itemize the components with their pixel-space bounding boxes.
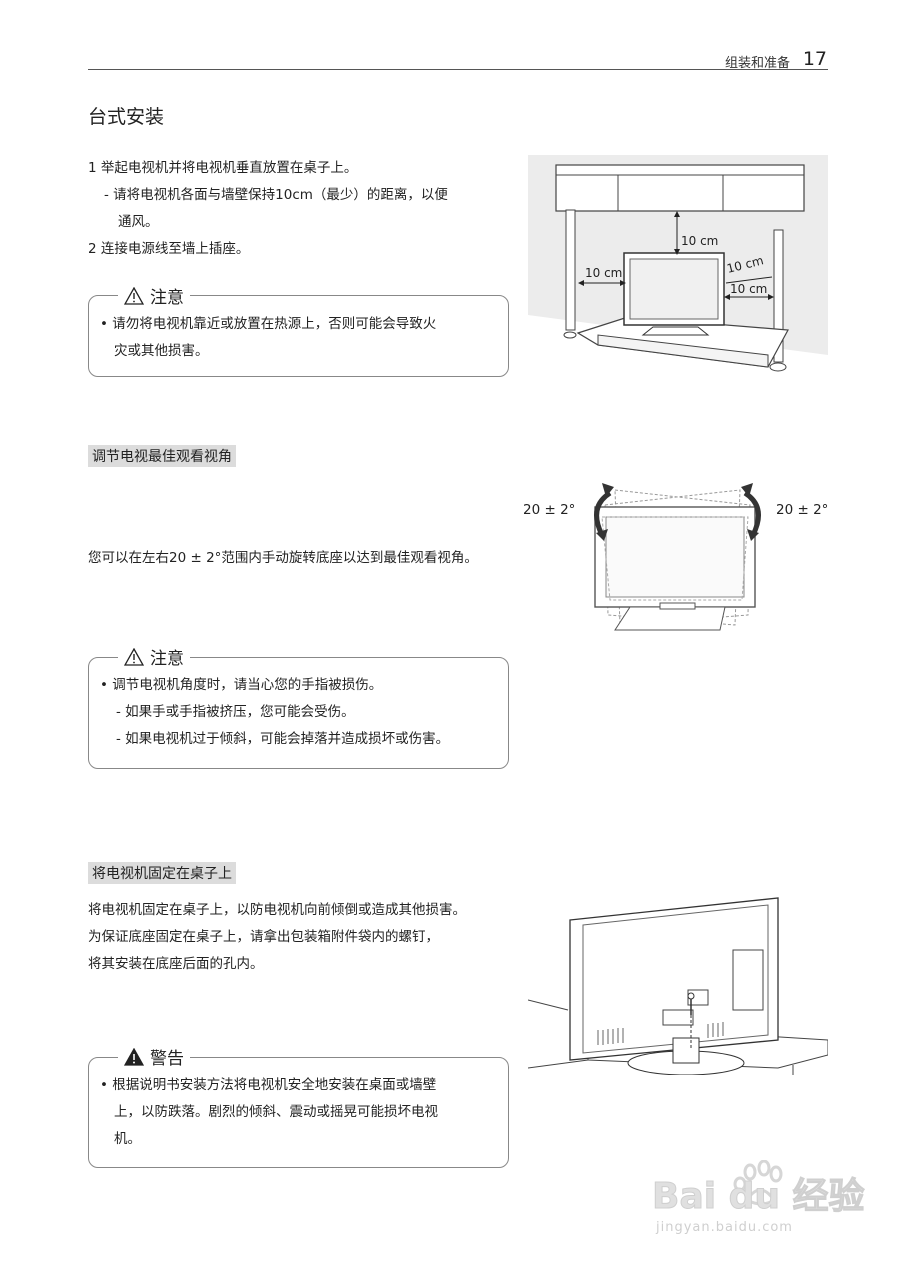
header-section-title: 组装和准备	[724, 56, 790, 71]
tv-back-screw-illustration	[528, 897, 828, 1075]
tv-back-panel	[569, 897, 779, 1061]
caution-label-1: 注意	[118, 283, 190, 308]
warning-box	[88, 1057, 509, 1168]
right-speaker	[773, 229, 784, 363]
watermark-logo-text: Bai du 经验	[652, 1176, 865, 1217]
angle-right-label: 20 ± 2°	[776, 502, 829, 518]
viewing-angle-body: 您可以在左右20 ± 2°范围内手动旋转底座以达到最佳观看视角。	[88, 550, 478, 566]
caution-box-1	[88, 295, 509, 377]
caution-1-line-1: • 请勿将电视机靠近或放置在热源上，否则可能会导致火	[100, 316, 437, 332]
wall-shelf	[555, 164, 805, 212]
caution-2-line-3: - 如果电视机过于倾斜，可能会掉落并造成损坏或伤害。	[116, 731, 450, 747]
section-heading-viewing-angle: 调节电视最佳观看视角	[88, 445, 236, 467]
caution-box-2	[88, 657, 509, 769]
clearance-left-label: 10 cm	[585, 266, 622, 280]
warning-body: • 根据说明书安装方法将电视机安全地安装在桌面或墙壁 上，以防跌落。剧烈的倾斜、…	[100, 1072, 500, 1153]
caution-label-text-2: 注意	[150, 649, 184, 669]
warning-line-3: 机。	[114, 1131, 141, 1147]
step-1: 1 举起电视机并将电视机垂直放置在桌子上。	[88, 160, 358, 176]
baidu-watermark: Bai du 经验 jingyan.baidu.com	[652, 1159, 892, 1250]
clearance-top-label: 10 cm	[681, 234, 718, 248]
page-title: 台式安装	[88, 106, 165, 128]
warning-label: 警告	[118, 1044, 190, 1069]
step-2: 2 连接电源线至墙上插座。	[88, 241, 250, 257]
caution-triangle-icon	[124, 286, 144, 305]
step-1-note: - 请将电视机各面与墙壁保持10cm（最少）的距离，以便	[104, 187, 448, 203]
angle-left-label: 20 ± 2°	[523, 502, 576, 518]
baidu-paw-logo: Bai du 经验	[652, 1159, 865, 1218]
warning-triangle-icon	[124, 1047, 144, 1066]
caution-body-1: • 请勿将电视机靠近或放置在热源上，否则可能会导致火 灾或其他损害。	[100, 311, 500, 365]
installation-steps: 1 举起电视机并将电视机垂直放置在桌子上。 - 请将电视机各面与墙壁保持10cm…	[88, 155, 518, 263]
section-heading-secure-tv: 将电视机固定在桌子上	[88, 862, 236, 884]
warning-label-text: 警告	[150, 1049, 184, 1069]
caution-label-text-1: 注意	[150, 288, 184, 308]
header-divider	[88, 69, 828, 70]
warning-line-2: 上，以防跌落。剧烈的倾斜、震动或摇晃可能损坏电视	[114, 1104, 438, 1120]
caution-body-2: • 调节电视机角度时，请当心您的手指被损伤。 - 如果手或手指被挤压，您可能会受…	[100, 672, 500, 753]
caution-triangle-icon	[124, 647, 144, 666]
page-number: 17	[802, 48, 827, 70]
step-1-note-cont: 通风。	[118, 214, 159, 230]
secure-tv-body: 将电视机固定在桌子上，以防电视机向前倾倒或造成其他损害。 为保证底座固定在桌子上…	[88, 897, 528, 978]
swivel-illustration	[594, 483, 761, 631]
warning-line-1: • 根据说明书安装方法将电视机安全地安装在桌面或墙壁	[100, 1077, 437, 1093]
caution-1-line-2: 灾或其他损害。	[114, 343, 209, 359]
caution-label-2: 注意	[118, 644, 190, 669]
caution-2-line-1: • 调节电视机角度时，请当心您的手指被损伤。	[100, 677, 383, 693]
left-speaker	[565, 209, 576, 331]
secure-line-3: 将其安装在底座后面的孔内。	[88, 956, 264, 972]
watermark-url: jingyan.baidu.com	[656, 1220, 793, 1235]
secure-line-1: 将电视机固定在桌子上，以防电视机向前倾倒或造成其他损害。	[88, 902, 466, 918]
secure-line-2: 为保证底座固定在桌子上，请拿出包装箱附件袋内的螺钉，	[88, 929, 439, 945]
caution-2-line-2: - 如果手或手指被挤压，您可能会受伤。	[116, 704, 355, 720]
clearance-right-label: 10 cm	[730, 282, 767, 296]
screw-icon	[687, 992, 695, 1000]
tv-stand	[614, 606, 726, 631]
tv-clearance-illustration: 10 cm 10 cm 10 cm 10 cm	[528, 155, 828, 385]
